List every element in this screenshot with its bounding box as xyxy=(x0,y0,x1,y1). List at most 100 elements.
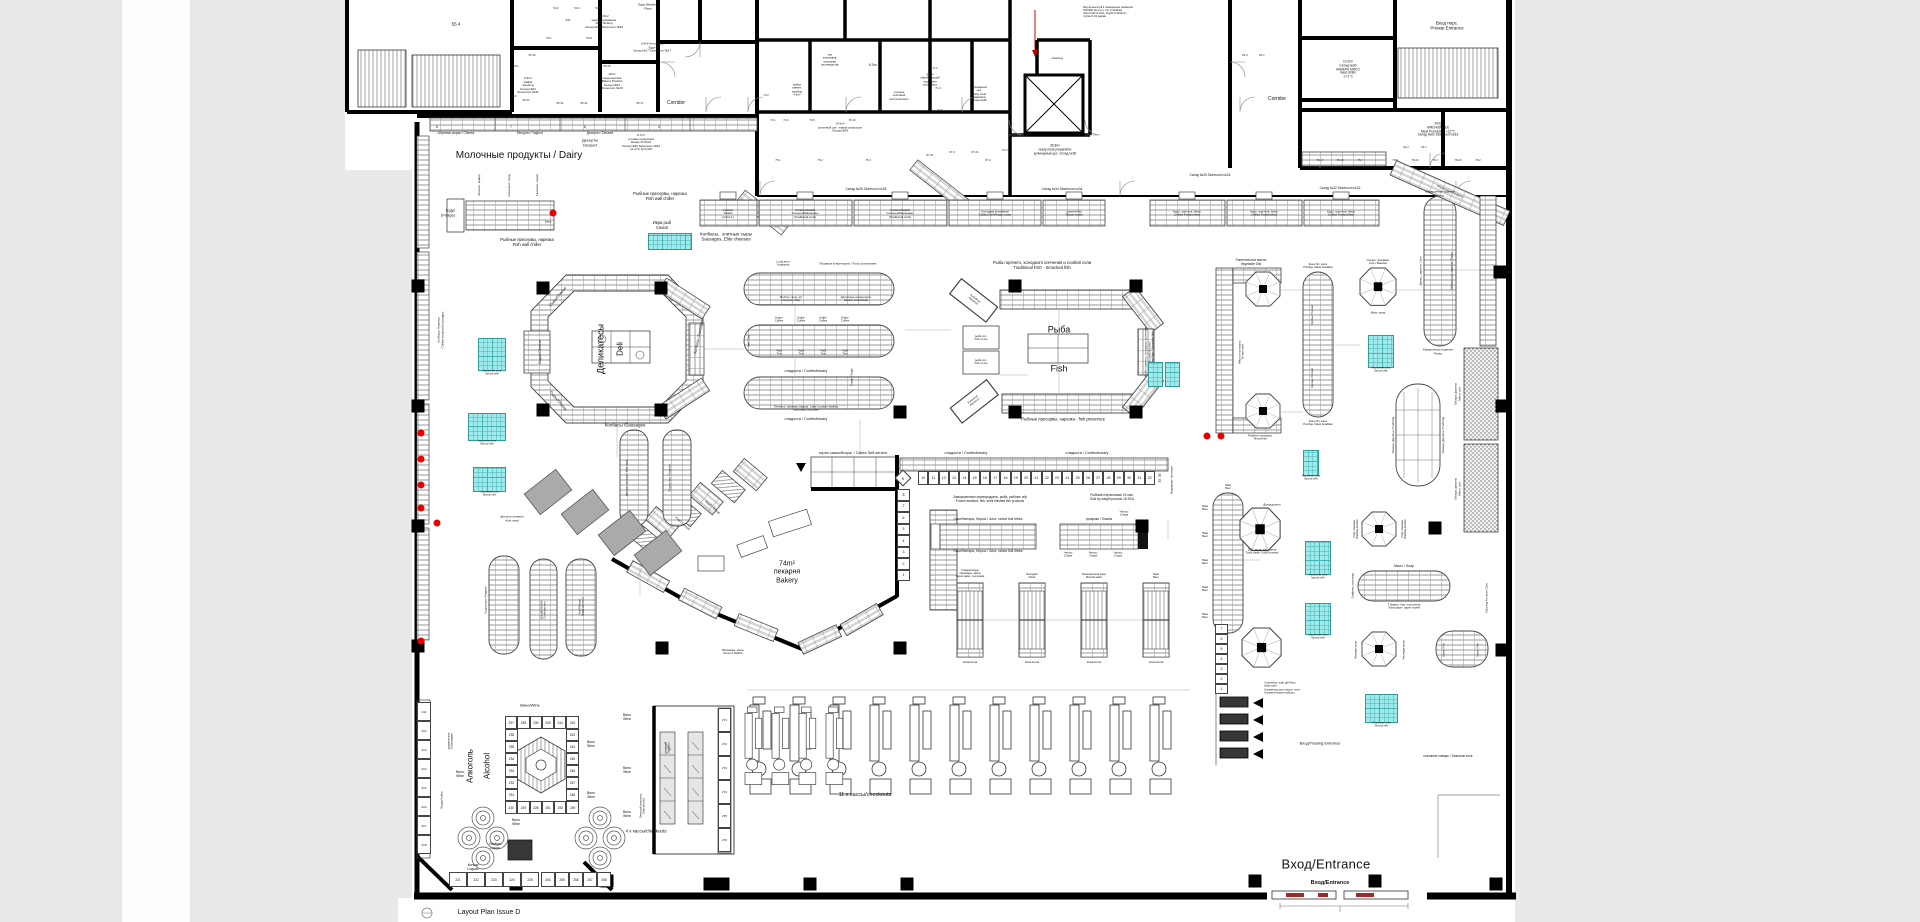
aisle-number-cell: 26 xyxy=(1082,471,1094,485)
aisle-number-cell: 29 xyxy=(1113,471,1124,485)
wine-shelf-cell: 233 xyxy=(505,765,518,777)
wine-shelf-cell: 238 xyxy=(517,716,530,729)
aisle-number-cell: 31 xyxy=(1134,471,1145,485)
aisle-number-cell: 22 xyxy=(1041,471,1052,485)
checkouts-alcohol-label: 4 х кассы/checkouts xyxy=(625,828,667,834)
wine-shelf-cell: 218 xyxy=(417,835,431,854)
wine-shelf-cell: 214 xyxy=(417,759,431,778)
wine-shelf-cell: 275 xyxy=(718,804,731,828)
aisle-number-cell: 30 xyxy=(1123,471,1135,485)
wine-shelf-cell: 229 xyxy=(517,801,530,814)
aisle-number-cell: 24 xyxy=(1062,471,1073,485)
wine-shelf-cell: 254 xyxy=(541,872,555,887)
aisle-number-cell: 32 xyxy=(1144,471,1155,485)
wine-shelf-cell: 247 xyxy=(566,777,579,789)
wine-shelf-cell: 231 xyxy=(505,789,518,801)
wine-shelf-cell: 222 xyxy=(467,872,485,887)
alcohol-dept-label-en: Alcohol xyxy=(482,752,492,780)
private-entrance-label: Вход перс. Private Entrance xyxy=(1430,20,1464,31)
trading-entrance-label: Вход/Trading Entrance xyxy=(1299,740,1341,746)
aisle-number-cell: 3 xyxy=(1215,664,1228,674)
wine-shelf-cell: 244 xyxy=(566,741,579,753)
bakery-dept-label: 74m² пекарня Bakery xyxy=(773,560,801,585)
aisle-number-cell: 12 xyxy=(938,471,949,485)
aisle-number-cell: 19 xyxy=(1010,471,1021,485)
wine-shelf-cell: 245 xyxy=(566,753,579,765)
aisle-number-cell: 7 xyxy=(897,500,910,512)
wine-shelf-cell: 228 xyxy=(529,801,542,814)
wine-shelf-cell: 240 xyxy=(541,716,555,729)
wine-shelf-cell: 242 xyxy=(566,716,579,729)
wine-shelf-cell: 249 xyxy=(566,801,579,814)
wine-shelf-cell: 217 xyxy=(417,816,431,835)
aisle-number-cell: 16 xyxy=(979,471,991,485)
aisle-number-cell: 18 xyxy=(1000,471,1011,485)
aisle-number-cell: 4 xyxy=(897,535,910,547)
aisle-number-cell: 1 xyxy=(1215,684,1228,694)
fish-dept-label-en: Fish xyxy=(1050,363,1068,374)
aisle-number-cell: 4 xyxy=(1215,654,1228,664)
aisle-number-cell: 1 xyxy=(897,569,910,581)
aisle-number-cell: 21 xyxy=(1031,471,1042,485)
aisle-number-cell: 2 xyxy=(897,558,910,570)
wine-shelf-cell: 232 xyxy=(505,777,518,789)
wine-shelf-cell: 258 xyxy=(597,872,611,887)
aisle-number-cell: 28 xyxy=(1103,471,1114,485)
wine-shelf-cell: 221 xyxy=(449,872,467,887)
wine-shelf-cell: 225 xyxy=(521,872,539,887)
wine-shelf-cell: 243 xyxy=(566,729,579,741)
aisle-number-cell: 7 xyxy=(1215,624,1228,634)
wine-shelf-cell: 223 xyxy=(485,872,503,887)
plan-title: Layout Plan Issue D xyxy=(457,908,521,916)
wine-shelf-cell: 273 xyxy=(718,756,731,780)
wine-shelf-cell: 272 xyxy=(718,732,731,756)
aisle-number-cell: 14 xyxy=(959,471,970,485)
wine-shelf-cell: 239 xyxy=(529,716,542,729)
wine-shelf-cell: 257 xyxy=(583,872,597,887)
wine-shelf-cell: 211 xyxy=(417,702,431,721)
aisle-number-cell: 6 xyxy=(1215,634,1228,644)
wine-shelf-cell: 237 xyxy=(505,716,518,729)
wine-shelf-cell: 216 xyxy=(417,797,431,816)
wine-shelf-cell: 246 xyxy=(566,765,579,777)
aisle-number-cell: 20 xyxy=(1020,471,1032,485)
fish-dept-label-ru: Рыба xyxy=(1047,324,1071,335)
wine-shelf-cell: 215 xyxy=(417,778,431,797)
wine-shelf-cell: 236 xyxy=(505,729,518,741)
aisle-number-cell: 6 xyxy=(897,512,910,524)
aisle-number-cell: 3 xyxy=(897,546,910,558)
dairy-dept-label: Молочные продукты / Dairy xyxy=(455,150,583,162)
entrance-label-small: Вход/Entrance xyxy=(1310,879,1350,886)
wine-shelf-cell: 212 xyxy=(417,721,431,740)
wine-shelf-cell: 256 xyxy=(569,872,583,887)
aisle-number-cell: 5 xyxy=(897,523,910,535)
aisle-number-cell: 2 xyxy=(1215,674,1228,684)
aisle-number-cell: 10 xyxy=(918,471,929,485)
checkouts-main-label: 11 х кассы/checkouts xyxy=(838,791,892,798)
entrance-label-big: Вход/Entrance xyxy=(1281,856,1371,872)
wine-shelf-cell: 255 xyxy=(555,872,569,887)
aisle-number-cell: 23 xyxy=(1051,471,1063,485)
aisle-number-cell: 15 xyxy=(969,471,980,485)
wine-shelf-cell: 251 xyxy=(541,801,555,814)
side-sheet xyxy=(122,0,190,922)
wine-shelf-cell: 224 xyxy=(503,872,521,887)
wine-shelf-cell: 271 xyxy=(718,708,731,732)
aisle-number-cell: 17 xyxy=(990,471,1001,485)
wine-shelf-cell: 234 xyxy=(505,753,518,765)
wine-shelf-cell: 213 xyxy=(417,740,431,759)
aisle-number-cell: 11 xyxy=(928,471,939,485)
